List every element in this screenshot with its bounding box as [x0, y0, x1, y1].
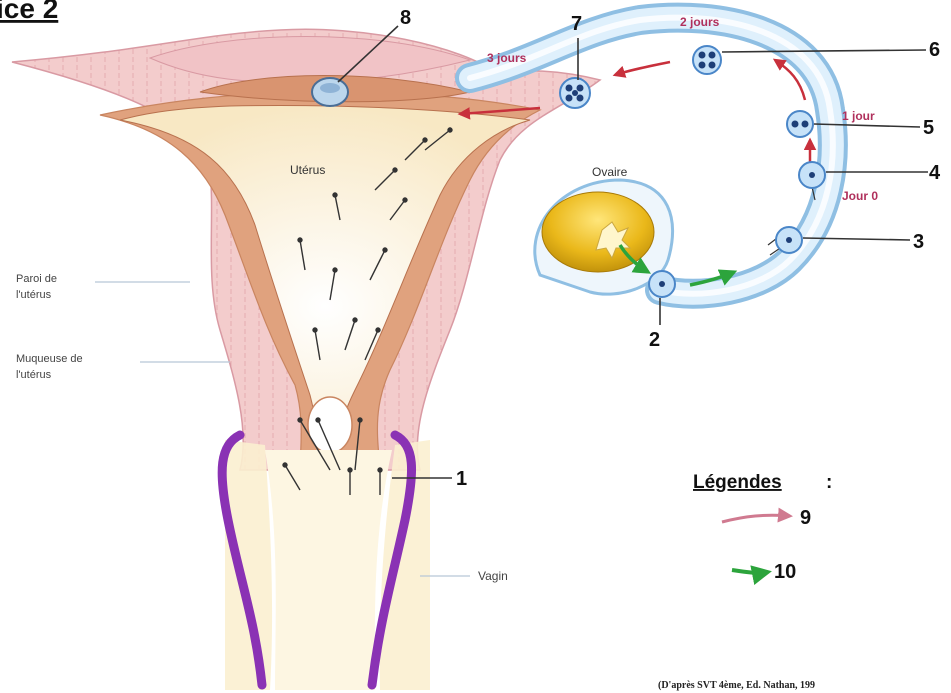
cell-morula: [560, 78, 590, 108]
ovary: [542, 192, 654, 272]
number-2: 2: [649, 329, 660, 351]
cell-fertilization: [776, 227, 802, 253]
exercise-title: ice 2: [0, 0, 58, 24]
cell-ovocyte: [649, 271, 675, 297]
legend-number-10: 10: [774, 561, 796, 583]
legend-pink-arrow: [722, 515, 790, 522]
number-5: 5: [923, 117, 934, 139]
cell-two-cell: [787, 111, 813, 137]
label-uterus-wall-2: l'utérus: [16, 289, 52, 301]
number-4: 4: [929, 162, 941, 184]
label-day2: 2 jours: [680, 15, 720, 29]
cell-four-cell: [693, 46, 721, 74]
number-1: 1: [456, 468, 467, 490]
legend-number-9: 9: [800, 507, 811, 529]
legend-green-arrow: [732, 570, 768, 573]
number-3: 3: [913, 231, 924, 253]
label-uterus-wall-1: Paroi de: [16, 273, 57, 285]
label-vagina: Vagin: [478, 569, 508, 583]
label-mucosa-2: l'utérus: [16, 369, 52, 381]
label-ovary: Ovaire: [592, 165, 628, 179]
number-7: 7: [571, 13, 582, 35]
legend-title: Légendes: [693, 472, 782, 493]
label-uterus: Utérus: [290, 163, 325, 177]
cell-zygote: [799, 162, 825, 188]
number-8: 8: [400, 7, 411, 29]
label-mucosa-1: Muqueuse de: [16, 353, 83, 365]
label-day3: 3 jours: [487, 51, 527, 65]
label-day0: Jour 0: [842, 189, 878, 203]
cell-blastocyst: [312, 78, 348, 106]
number-6: 6: [929, 39, 940, 61]
source-credit: (D'après SVT 4ème, Ed. Nathan, 199: [658, 680, 815, 691]
legend-colon: :: [826, 472, 832, 493]
label-day1: 1 jour: [842, 109, 875, 123]
